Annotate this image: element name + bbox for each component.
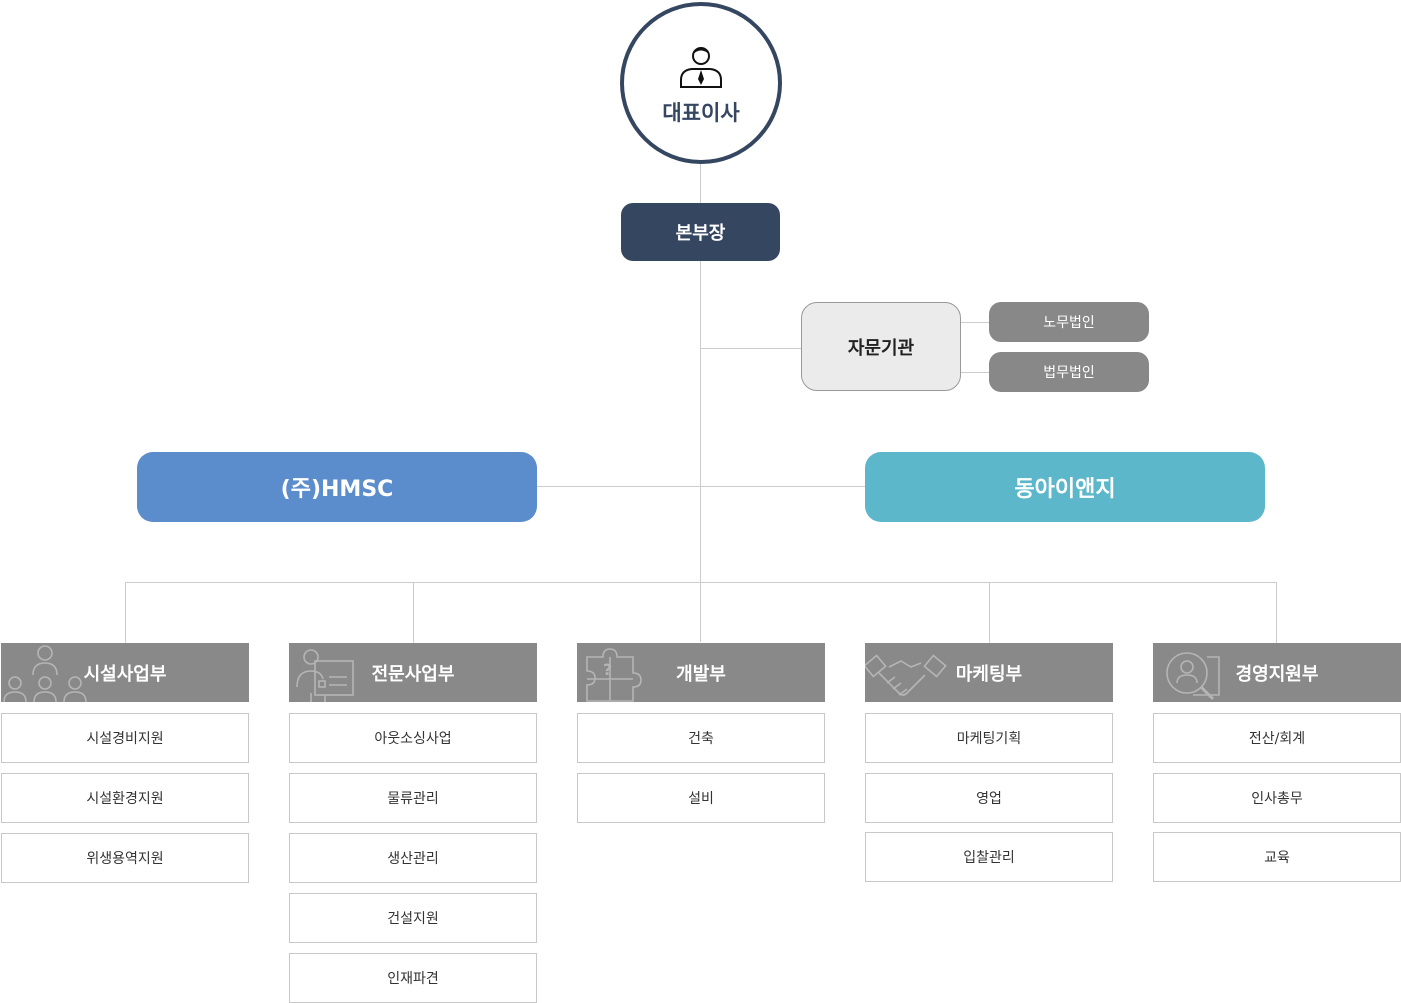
connector-dept-2	[413, 582, 414, 643]
department-item: 마케팅기획	[865, 713, 1113, 763]
department-item: 전산/회계	[1153, 713, 1401, 763]
department-item: 건축	[577, 713, 825, 763]
department-item: 건설지원	[289, 893, 537, 943]
department-item: 시설경비지원	[1, 713, 249, 763]
connector-dept-5	[1276, 582, 1277, 643]
puzzle-question-icon: ?	[586, 648, 642, 702]
advisory-firm-labor: 노무법인	[989, 302, 1149, 342]
department-development: ? 개발부 건축 설비	[577, 643, 825, 823]
department-name: 마케팅부	[955, 663, 1023, 685]
department-header: 시설사업부	[1, 643, 249, 702]
department-header: 전문사업부	[289, 643, 537, 702]
department-item: 아웃소싱사업	[289, 713, 537, 763]
department-specialist: 전문사업부 아웃소싱사업 물류관리 생산관리 건설지원 인재파견	[289, 643, 537, 1003]
department-name: 경영지원부	[1235, 663, 1319, 685]
advisory-firm-law: 법무법인	[989, 352, 1149, 392]
department-item: 물류관리	[289, 773, 537, 823]
presenter-board-icon	[296, 649, 354, 702]
connector-advisory	[701, 348, 801, 349]
ceo-node: 대표이사	[620, 2, 782, 164]
department-name: 시설사업부	[83, 663, 167, 685]
department-item: 교육	[1153, 832, 1401, 882]
connector-departments-bus	[125, 582, 1277, 583]
connector-firm-1	[961, 322, 989, 323]
department-management-support: 경영지원부 전산/회계 인사총무 교육	[1153, 643, 1401, 882]
department-marketing: 마케팅부 마케팅기획 영업 입찰관리	[865, 643, 1113, 882]
department-item: 시설환경지원	[1, 773, 249, 823]
headquarters-node: 본부장	[621, 203, 780, 261]
department-item: 입찰관리	[865, 832, 1113, 882]
connector-companies	[537, 486, 865, 487]
company-hmsc: (주)HMSC	[137, 452, 537, 522]
department-facility: 시설사업부 시설경비지원 시설환경지원 위생용역지원	[1, 643, 249, 883]
profile-search-icon	[1166, 652, 1220, 701]
department-item: 인재파견	[289, 953, 537, 1003]
department-item: 인사총무	[1153, 773, 1401, 823]
svg-text:?: ?	[603, 660, 612, 679]
advisory-node: 자문기관	[801, 302, 961, 391]
connector-dept-4	[989, 582, 990, 643]
company-donga-eng: 동아이앤지	[865, 452, 1265, 522]
department-item: 영업	[865, 773, 1113, 823]
department-item: 위생용역지원	[1, 833, 249, 883]
connector-firm-2	[961, 372, 989, 373]
connector-dept-1	[125, 582, 126, 643]
department-header: ? 개발부	[577, 643, 825, 702]
ceo-title: 대표이사	[662, 101, 740, 125]
department-name: 개발부	[676, 663, 726, 685]
people-group-icon	[3, 645, 87, 702]
handshake-icon	[865, 654, 947, 696]
department-item: 설비	[577, 773, 825, 823]
department-item: 생산관리	[289, 833, 537, 883]
person-tie-icon	[680, 47, 722, 88]
connector-ceo-hq	[700, 164, 701, 203]
department-name: 전문사업부	[371, 663, 455, 685]
connector-main-trunk	[700, 261, 701, 642]
department-header: 경영지원부	[1153, 643, 1401, 702]
department-header: 마케팅부	[865, 643, 1113, 702]
